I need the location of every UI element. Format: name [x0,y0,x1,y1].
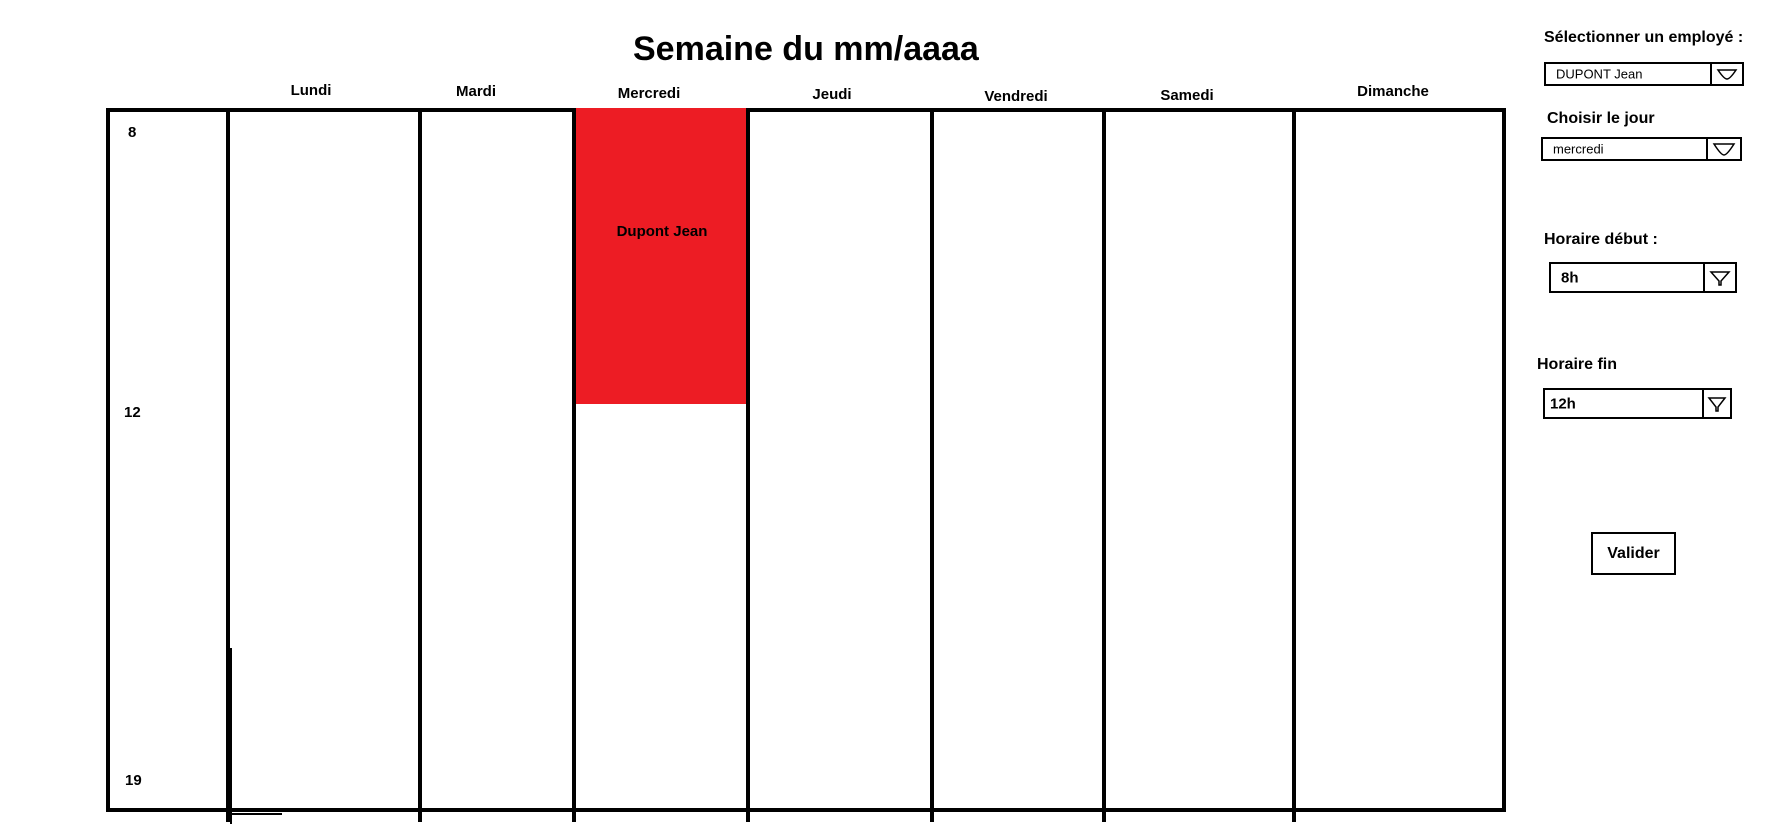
week-calendar-grid: Dupont Jean 8 12 19 [106,108,1506,822]
end-time-toggle[interactable] [1702,388,1732,419]
hour-label-12: 12 [124,404,141,421]
page-title: Semaine du mm/aaaa [633,30,979,68]
column-divider [1292,108,1296,822]
day-header-mardi: Mardi [455,83,497,100]
day-select[interactable]: mercredi [1541,137,1742,161]
day-header-samedi: Samedi [1160,87,1214,104]
day-select-label: Choisir le jour [1547,110,1655,127]
day-select-toggle[interactable] [1706,137,1742,161]
hour-label-19: 19 [125,772,142,789]
event-label: Dupont Jean [616,223,708,240]
employee-select[interactable]: DUPONT Jean [1544,62,1744,86]
column-divider [930,108,934,822]
hour-label-8: 8 [128,124,137,141]
chevron-down-icon [1709,270,1731,286]
end-time-select[interactable]: 12h [1543,388,1732,419]
validate-button[interactable]: Valider [1591,532,1676,575]
event-block[interactable]: Dupont Jean [576,108,748,404]
chevron-down-icon [1712,143,1736,156]
employee-select-toggle[interactable] [1710,62,1744,86]
start-time-toggle[interactable] [1703,262,1737,293]
column-divider [746,108,750,822]
start-time-label: Horaire début : [1544,231,1658,248]
end-time-value: 12h [1550,395,1576,412]
column-divider [226,108,230,822]
start-time-select[interactable]: 8h [1549,262,1737,293]
sketch-stroke [230,813,282,815]
chevron-down-icon [1716,69,1738,80]
column-divider [1102,108,1106,822]
day-header-dimanche: Dimanche [1357,83,1429,100]
chevron-down-icon [1707,396,1727,412]
employee-select-label: Sélectionner un employé : [1544,29,1744,46]
day-header-jeudi: Jeudi [812,86,852,103]
day-header-lundi: Lundi [290,82,332,99]
column-divider [418,108,422,822]
day-select-value: mercredi [1553,141,1604,157]
day-header-vendredi: Vendredi [984,88,1048,105]
column-divider [572,108,576,822]
employee-select-value: DUPONT Jean [1556,66,1643,82]
sketch-stroke [230,648,232,824]
end-time-label: Horaire fin [1537,356,1618,373]
start-time-value: 8h [1561,269,1579,286]
day-header-mercredi: Mercredi [617,85,681,102]
